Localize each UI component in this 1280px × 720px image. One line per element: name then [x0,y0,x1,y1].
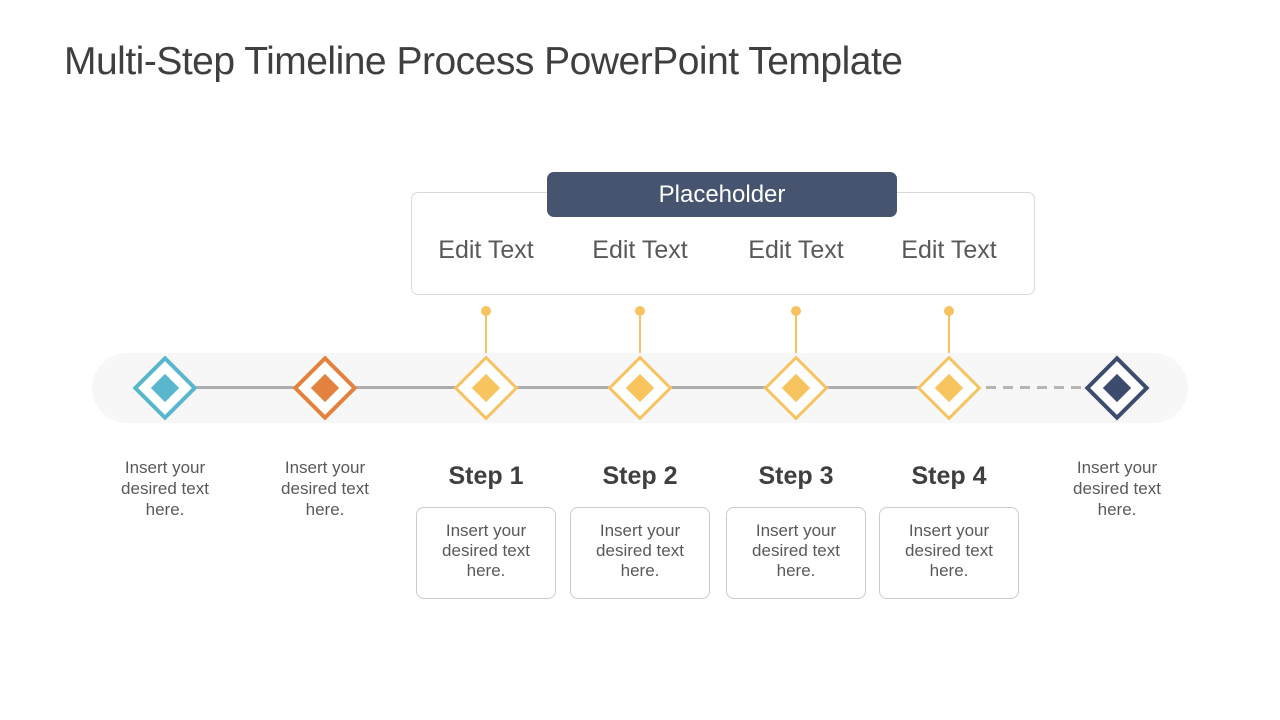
edit-text-label-1[interactable]: Edit Text [438,236,534,264]
timeline-line-solid [165,386,949,389]
step-title-4[interactable]: Step 4 [911,462,987,490]
edit-text-label-2[interactable]: Edit Text [592,236,688,264]
milestone-caption-first[interactable]: Insert your desired text here. [121,458,209,519]
step-description-box-1[interactable]: Insert your desired text here. [416,507,556,599]
connector-line [639,311,641,361]
edit-text-label-4[interactable]: Edit Text [901,236,997,264]
milestone-caption-last[interactable]: Insert your desired text here. [1073,458,1161,519]
connector-line [485,311,487,361]
edit-text-label-3[interactable]: Edit Text [748,236,844,264]
slide-title[interactable]: Multi-Step Timeline Process PowerPoint T… [64,40,903,83]
milestone-caption-second[interactable]: Insert your desired text here. [281,458,369,519]
placeholder-tab[interactable]: Placeholder [547,172,897,217]
step-description-box-4[interactable]: Insert your desired text here. [879,507,1019,599]
connector-line [948,311,950,361]
step-title-2[interactable]: Step 2 [602,462,678,490]
step-description-box-2[interactable]: Insert your desired text here. [570,507,710,599]
connector-line [795,311,797,361]
step-title-3[interactable]: Step 3 [758,462,834,490]
timeline-line-dashed [952,386,1112,389]
step-title-1[interactable]: Step 1 [448,462,524,490]
step-description-box-3[interactable]: Insert your desired text here. [726,507,866,599]
placeholder-label: Placeholder [658,180,786,208]
